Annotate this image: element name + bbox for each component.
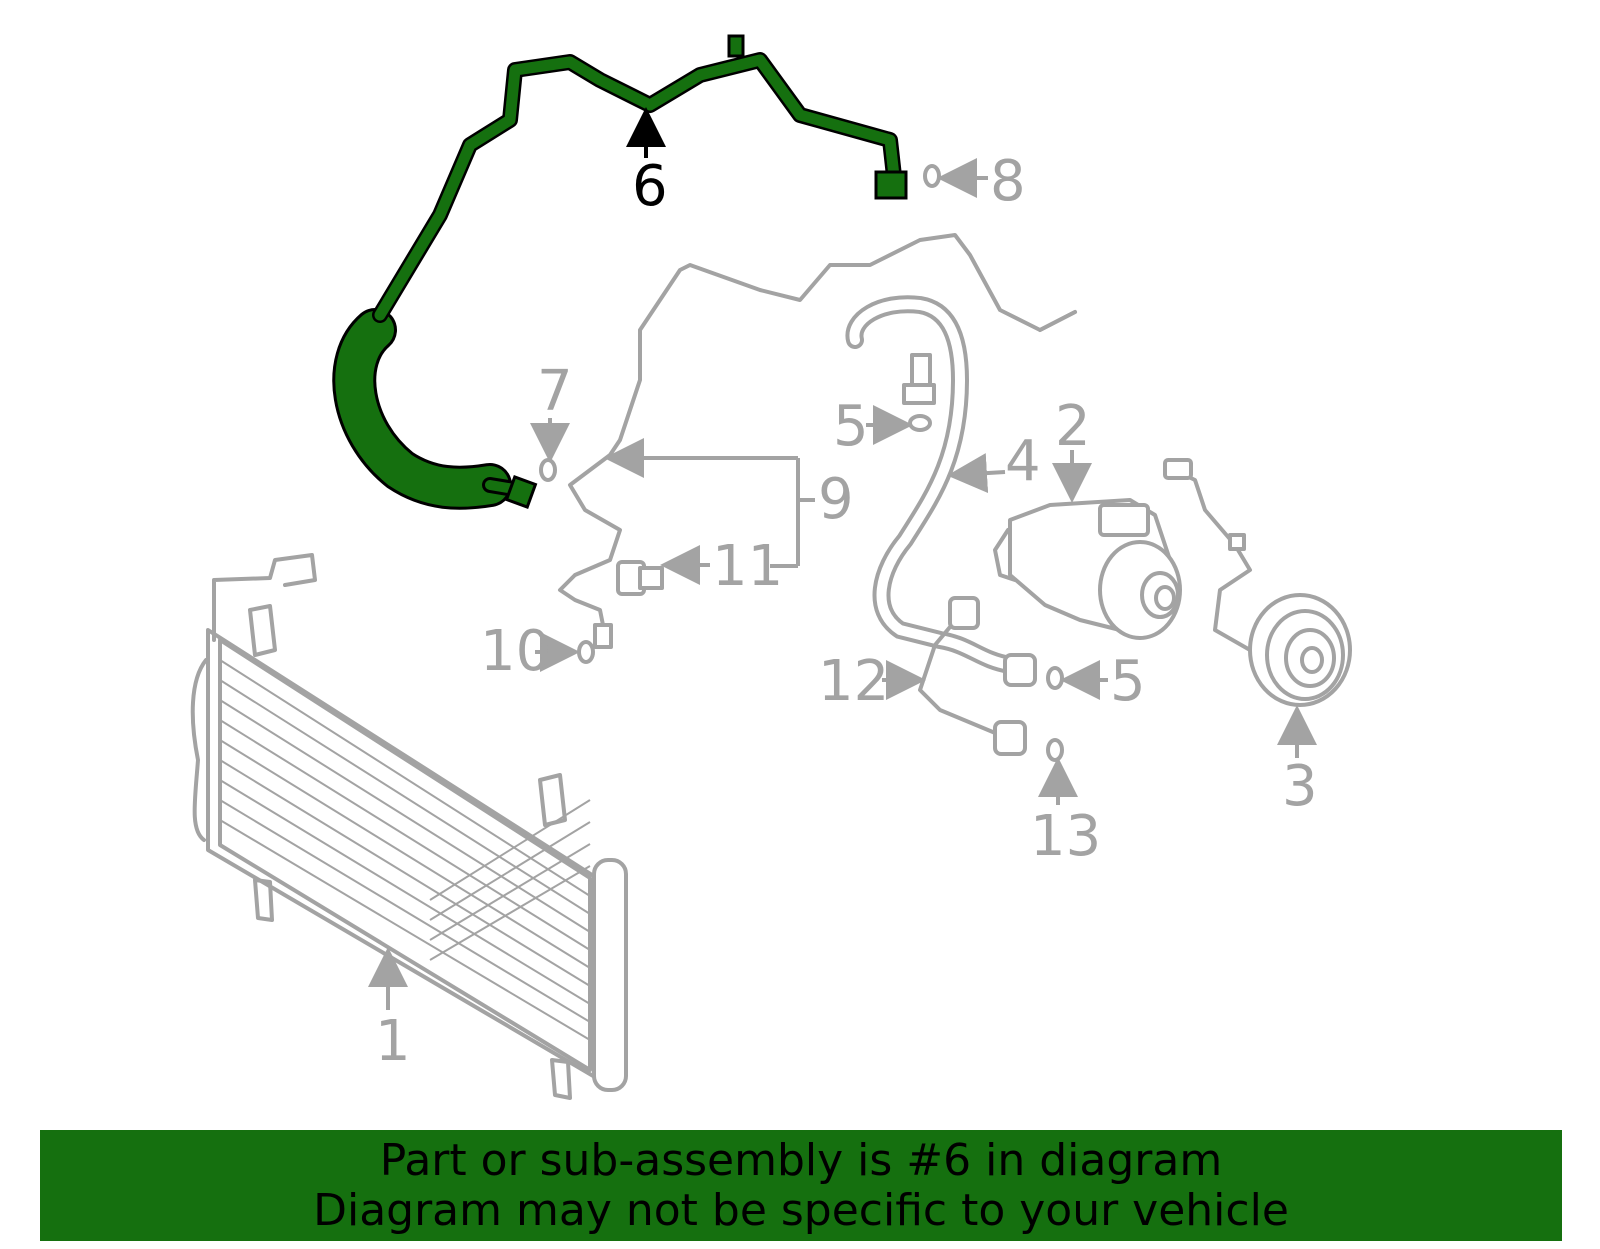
callout-10: 10	[480, 619, 551, 684]
o-ring-10	[577, 640, 595, 664]
compressor-part-2	[993, 498, 1182, 640]
callout-9: 9	[818, 467, 854, 532]
callout-6: 6	[632, 154, 668, 219]
callout-13: 13	[1030, 804, 1101, 869]
o-ring-13	[1046, 738, 1064, 762]
callout-11: 11	[712, 534, 783, 599]
callout-4: 4	[1005, 429, 1041, 494]
o-ring-8	[923, 164, 941, 188]
callout-12: 12	[818, 649, 889, 714]
pressure-switch-11	[616, 560, 664, 596]
o-ring-7	[539, 458, 557, 482]
o-ring-5-upper	[908, 414, 932, 432]
liquid-line-part-9	[558, 233, 1077, 649]
hose-part-6	[332, 34, 908, 510]
info-banner: Part or sub-assembly is #6 in diagram Di…	[40, 1130, 1562, 1241]
callout-3: 3	[1282, 754, 1318, 819]
condenser-part	[190, 553, 628, 1100]
o-ring-5-lower	[1046, 666, 1064, 690]
suction-hose-part-4	[845, 295, 1037, 687]
callout-5-lower: 5	[1110, 649, 1146, 714]
clutch-part-3	[1163, 458, 1352, 707]
callout-5-upper: 5	[833, 394, 869, 459]
callout-1: 1	[375, 1009, 411, 1074]
callout-7: 7	[537, 359, 573, 424]
banner-line-1: Part or sub-assembly is #6 in diagram	[379, 1134, 1223, 1186]
banner-line-2: Diagram may not be specific to your vehi…	[313, 1184, 1289, 1236]
callout-2: 2	[1055, 394, 1091, 459]
callout-8: 8	[990, 149, 1026, 214]
